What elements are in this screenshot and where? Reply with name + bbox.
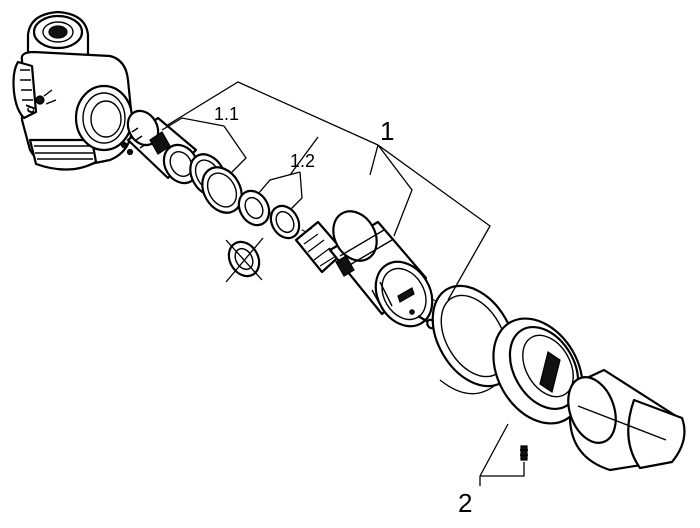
thermostat-cartridge [294,210,434,328]
grub-screw [520,445,528,461]
leader-lines [161,81,525,486]
callout-seat-seals: 1.2 [290,151,315,171]
callout-assembly: 1 [380,116,394,146]
cartridge-base [120,109,200,185]
seat-washer-pair [237,189,301,240]
handle-knob [567,368,686,472]
o-ring-pair [189,153,243,214]
callout-trim-set: 2 [458,488,472,518]
callout-cartridge-seals: 1.1 [214,104,239,124]
valve-body: d [12,10,134,171]
crossed-out-washer [225,237,264,283]
escutcheon-rosette [492,317,584,425]
